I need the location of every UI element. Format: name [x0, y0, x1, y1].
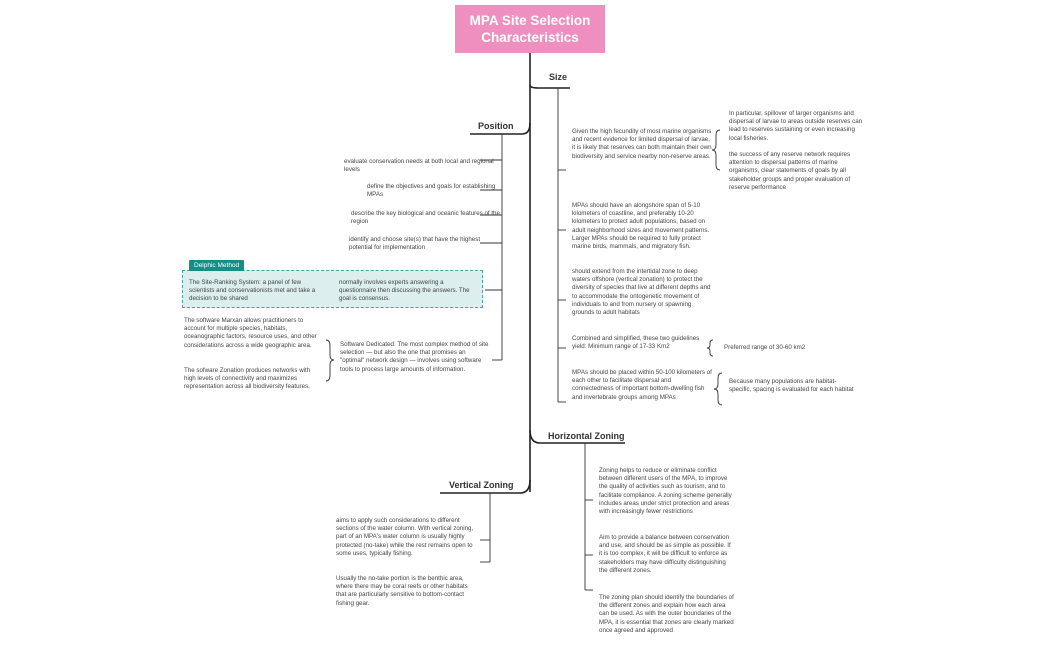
bracket-software — [325, 339, 335, 382]
position-item-1: evaluate conservation needs at both loca… — [344, 158, 494, 174]
horizontal-item-3: The zoning plan should identify the boun… — [599, 594, 734, 634]
bracket-size-5 — [713, 372, 723, 406]
size-item-2: MPAs should have an alongshore span of 5… — [572, 202, 710, 251]
bracket-size-1 — [711, 129, 721, 171]
branch-horizontal-zoning: Horizontal Zoning — [548, 431, 625, 441]
size-item-1: Given the high fecundity of most marine … — [572, 128, 712, 160]
horizontal-item-1: Zoning helps to reduce or eliminate conf… — [599, 467, 732, 516]
position-item-3: describe the key biological and oceanic … — [351, 210, 500, 226]
size-item-5: MPAs should be placed within 50-100 kilo… — [572, 369, 712, 401]
software-zonation-text: The sofware Zonation produces networks w… — [184, 367, 311, 391]
vertical-item-2: Usually the no-take portion is the benth… — [336, 575, 468, 607]
branch-position: Position — [478, 121, 514, 131]
position-item-2: define the objectives and goals for esta… — [367, 183, 496, 199]
delphic-method-box — [182, 270, 483, 308]
delphic-left-text: The Site-Ranking System: a panel of few … — [189, 279, 316, 303]
size-item-1-note-1: In particular, spillover of larger organ… — [729, 110, 863, 142]
bracket-size-4 — [706, 339, 714, 357]
size-item-4-note: Preferred range of 30-60 km2 — [724, 344, 806, 351]
size-item-3: should extend from the intertidal zone t… — [572, 268, 711, 317]
size-item-5-note: Because many populations are habitat-spe… — [729, 378, 854, 394]
horizontal-item-2: Aim to provide a balance between conserv… — [599, 534, 731, 574]
main-title: MPA Site Selection Characteristics — [455, 5, 605, 53]
size-item-1-note-2: the success of any reserve network requi… — [729, 151, 851, 191]
branch-vertical-zoning: Vertical Zoning — [449, 480, 514, 490]
software-dedicated-text: Software Dedicated: The most complex met… — [340, 341, 489, 373]
branch-size: Size — [549, 72, 568, 82]
delphic-method-label: Delphic Method — [189, 260, 245, 271]
size-item-4: Combined and simplified, these two guide… — [572, 335, 700, 351]
software-marxan-text: The software Marxan allows practitioners… — [184, 317, 317, 349]
position-item-4: identify and choose site(s) that have th… — [349, 236, 481, 252]
vertical-item-1: aims to apply such considerations to dif… — [336, 517, 474, 557]
delphic-right-text: normally involves experts answering a qu… — [339, 279, 470, 303]
